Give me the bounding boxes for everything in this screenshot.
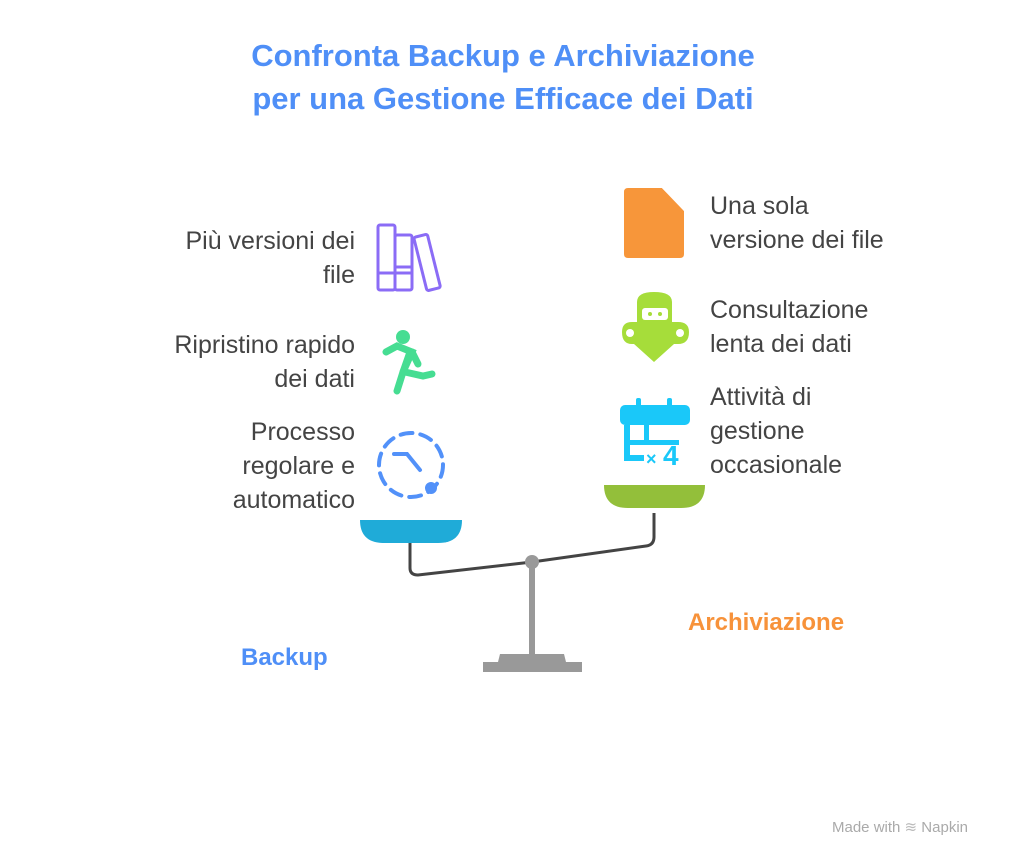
pivot	[525, 555, 539, 569]
running-person-icon	[382, 330, 436, 395]
calendar-x4-icon: × 4	[620, 398, 690, 471]
scale-pole	[529, 562, 535, 655]
books-icon	[376, 223, 442, 292]
title-line-1: Confronta Backup e Archiviazione	[251, 38, 755, 73]
dashed-clock-cycle-icon	[377, 431, 445, 499]
svg-text:×: ×	[646, 449, 657, 469]
person-reading-icon	[622, 292, 689, 362]
single-file-icon	[624, 185, 687, 258]
napkin-logo-icon: ≋	[904, 819, 918, 836]
backup-pan	[360, 520, 462, 543]
title-line-2: per una Gestione Efficace dei Dati	[252, 81, 754, 116]
backup-label: Backup	[241, 644, 328, 671]
archive-pan	[604, 485, 705, 508]
archive-label: Archiviazione	[688, 609, 845, 636]
svg-text:4: 4	[663, 440, 679, 471]
made-with-napkin: Made with ≋ Napkin	[832, 819, 968, 836]
scale-base	[483, 654, 582, 672]
